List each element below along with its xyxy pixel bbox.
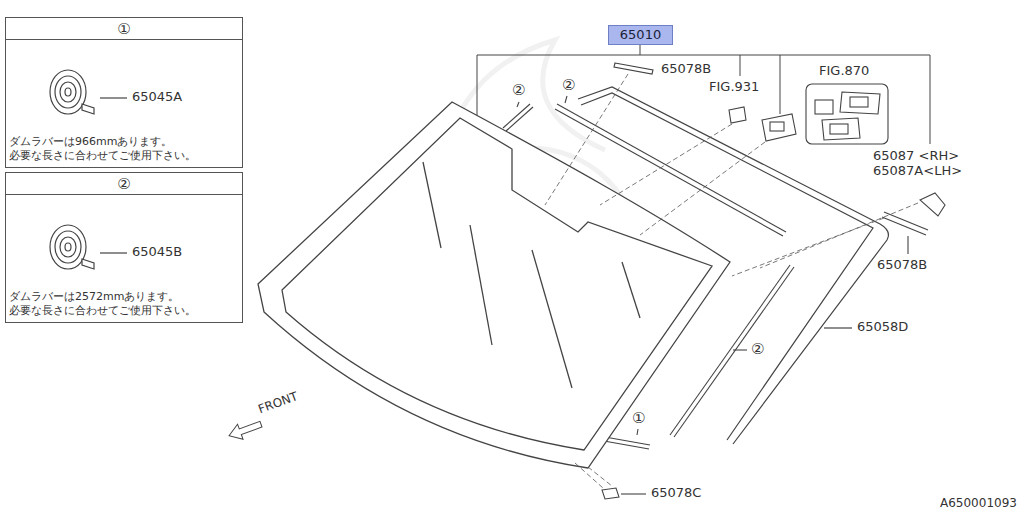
bracket-line: [740, 55, 741, 76]
windshield-glass: [258, 102, 730, 468]
part-number: 65087A<LH>: [872, 164, 963, 178]
dam-rubber-strip: [503, 104, 530, 128]
dam-rubber-coil: [55, 231, 81, 263]
windshield-glass: [258, 102, 730, 468]
dam-rubber-strip: [517, 102, 519, 107]
part-number: 65078B: [876, 258, 928, 272]
part-number: 65078B: [660, 62, 712, 76]
bracket-line: [780, 55, 781, 114]
small-part: [882, 217, 926, 235]
small-part: [602, 488, 619, 499]
small-part: [621, 493, 646, 494]
dam-rubber-coil: [82, 259, 94, 269]
usage-note: ダムラバーは966mmあります。 必要な長さに合わせてご使用下さい。: [9, 135, 239, 163]
small-part: [850, 97, 868, 107]
dashed-leader: [545, 74, 628, 205]
windshield-glass: [282, 118, 712, 450]
dashed-leader: [575, 463, 603, 488]
dam-rubber-strip: [565, 96, 567, 103]
note-panel: ② 65045B ダムラバーは2572mmあります。 必要な長さに合わせてご使用下さ…: [5, 172, 243, 323]
dam-rubber-coil: [60, 237, 76, 257]
part-number: 65087 <RH>: [872, 149, 960, 163]
small-part: [830, 124, 848, 134]
bracket-line: [477, 45, 930, 144]
small-part: [602, 63, 945, 499]
dam-rubber-strip: [506, 107, 533, 131]
windshield-glass: [532, 250, 572, 388]
assembly-number: 65010: [609, 26, 672, 44]
figure-reference: FIG.931: [708, 80, 760, 94]
small-part: [806, 84, 888, 144]
small-part: [822, 118, 860, 140]
dam-rubber-coil: [50, 225, 86, 269]
bracket-line: [477, 55, 478, 118]
dam-rubber-coil: [55, 76, 81, 108]
figure-reference: FIG.870: [818, 64, 870, 78]
small-part: [614, 63, 653, 74]
diagram-code: A650001093: [939, 497, 1018, 510]
callout-number: ②: [561, 77, 576, 94]
small-part: [840, 92, 880, 114]
dam-rubber-strip: [604, 441, 649, 449]
dam-rubber-coil: [65, 243, 71, 251]
dashed-leader: [732, 218, 884, 276]
small-part: [770, 122, 784, 131]
callout-number: ①: [631, 410, 646, 427]
part-number: 65078C: [650, 486, 702, 500]
dam-rubber-coil: [82, 104, 94, 114]
dashed-leader: [545, 74, 918, 488]
dashed-leader: [640, 142, 765, 235]
dam-rubber-coil: [100, 97, 127, 98]
body-frame-molding: [824, 327, 852, 328]
front-arrow: [226, 417, 263, 444]
bracket-line: [477, 55, 930, 56]
usage-note: ダムラバーは2572mmあります。 必要な長さに合わせてご使用下さい。: [9, 290, 239, 318]
dam-rubber-strip: [605, 437, 650, 445]
panel-number: ②: [6, 173, 242, 195]
dam-rubber-coil: [100, 252, 127, 253]
callout-number: ②: [511, 82, 526, 99]
part-number: 65045A: [131, 89, 183, 105]
direction-label: FRONT: [256, 390, 301, 417]
small-part: [762, 114, 796, 141]
dam-rubber-coil: [50, 70, 86, 114]
dashed-leader: [600, 124, 732, 205]
assembly-number-box: 65010: [608, 25, 673, 45]
part-number: 65058D: [856, 320, 909, 334]
dam-rubber-coil: [65, 88, 71, 96]
part-number: 65045B: [131, 244, 183, 260]
small-part: [729, 107, 746, 123]
dam-rubber-strip: [637, 429, 638, 435]
panel-number: ①: [6, 18, 242, 40]
callout-number: ②: [750, 341, 765, 358]
windshield-glass: [622, 262, 640, 318]
small-part: [815, 100, 833, 114]
bracket-line: [930, 55, 931, 144]
small-part: [907, 236, 908, 254]
bracket-line: [640, 45, 641, 55]
dam-rubber-coil: [60, 82, 76, 102]
windshield-glass: [423, 162, 441, 248]
small-part: [920, 193, 945, 216]
windshield-glass: [470, 225, 492, 345]
dashed-leader: [588, 467, 612, 486]
dam-rubber-strip: [733, 349, 747, 350]
note-panel: ① 65045A ダムラバーは966mmあります。 必要な長さに合わせてご使用下さい…: [5, 17, 243, 168]
dam-rubber-coil: [50, 70, 127, 269]
front-arrow: [226, 417, 263, 444]
